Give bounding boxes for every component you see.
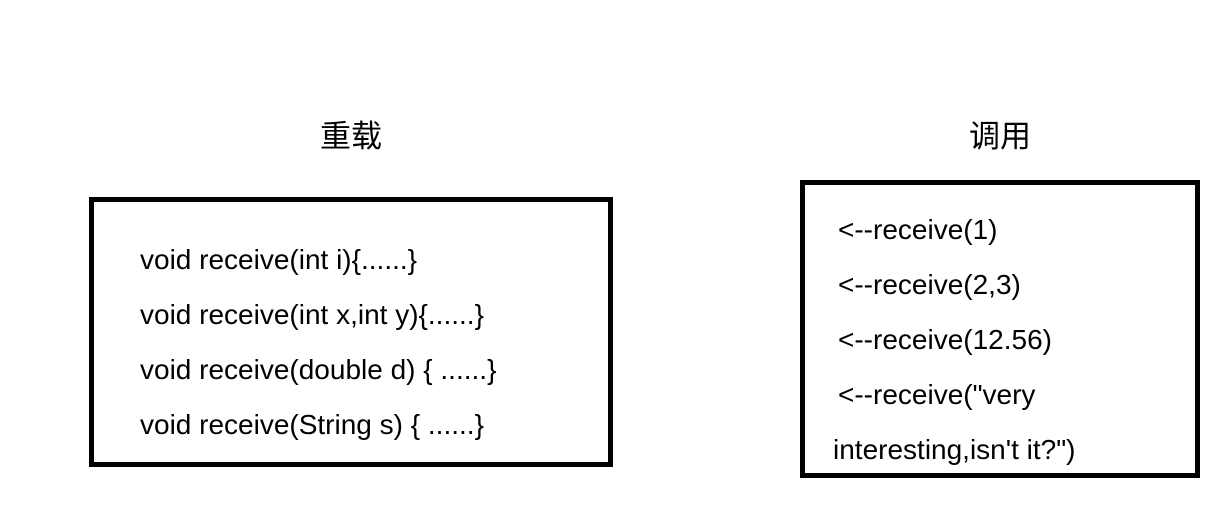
overload-panel-title: 重载 [320,119,382,154]
invoke-code-lines: <--receive(1) <--receive(2,3) <--receive… [833,202,1076,477]
call-line-continuation: interesting,isn't it?") [833,434,1076,465]
overload-code-lines: void receive(int i){......} void receive… [140,232,496,452]
code-line: void receive(int x,int y){......} [140,299,484,330]
invoke-panel-title: 调用 [969,119,1031,154]
call-line: <--receive(1) [838,214,998,245]
overload-code-box: void receive(int i){......} void receive… [89,197,613,467]
call-line: <--receive(2,3) [838,269,1021,300]
code-line: void receive(int i){......} [140,244,418,275]
invoke-code-box: <--receive(1) <--receive(2,3) <--receive… [800,180,1200,478]
call-line: <--receive("very [838,379,1036,410]
call-line: <--receive(12.56) [838,324,1052,355]
code-line: void receive(String s) { ......} [140,409,484,440]
code-line: void receive(double d) { ......} [140,354,497,385]
